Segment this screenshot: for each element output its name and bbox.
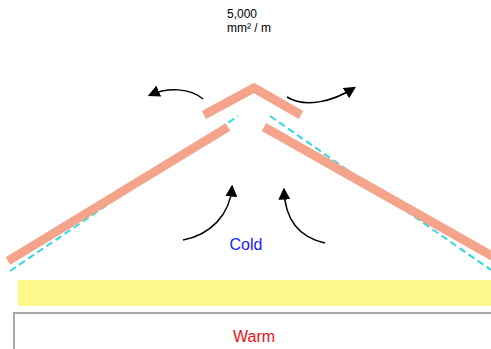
vent-area-label: 5,000 mm² / m (227, 8, 281, 36)
zone-label: Cold (230, 236, 263, 254)
roof-slope (8, 127, 228, 261)
roof-slope (264, 127, 491, 257)
ceiling-line (14, 313, 491, 349)
airflow-arrow (284, 190, 325, 243)
insulation-layer (18, 280, 491, 306)
ridge-cap (204, 88, 301, 115)
airflow-arrow (183, 187, 232, 240)
airflow-arrow (150, 90, 203, 99)
airflow-arrow (287, 88, 354, 103)
zone-label: Warm (233, 328, 275, 346)
